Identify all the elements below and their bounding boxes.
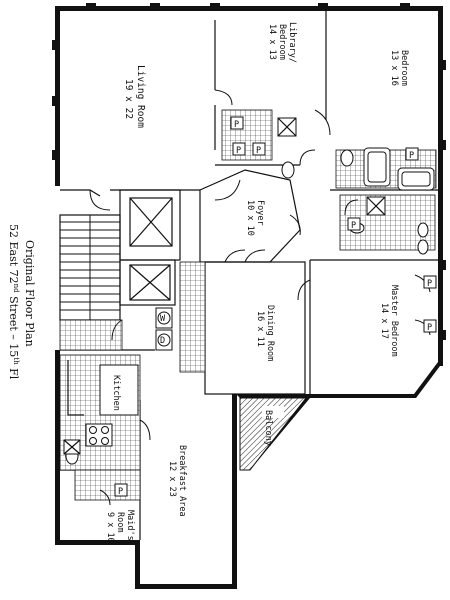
master-bedroom-name: Master Bedroom <box>389 285 399 357</box>
breakfast-area-dims: 12 x 23 <box>167 461 177 497</box>
bedroom-dims: 13 x 16 <box>389 50 399 86</box>
caption-line-2: 52 East 72nd Street – 15th Fl <box>7 224 20 380</box>
closet-label: P <box>427 323 432 333</box>
washer-label: W <box>160 314 166 324</box>
balcony: Balcony <box>239 397 308 471</box>
balcony-label: Balcony <box>263 410 273 446</box>
caption-line-1: Original Floor Plan <box>23 240 36 347</box>
library-name-1: Library/ <box>287 22 297 63</box>
living-room-name: Living Room <box>135 65 146 128</box>
foyer-name: Foyer <box>255 200 265 226</box>
fixtures <box>63 117 435 465</box>
maids-room-name-2: Room <box>115 512 125 532</box>
closet-label: P <box>427 279 432 289</box>
closet-label: P <box>409 151 414 161</box>
living-room-dims: 19 x 22 <box>123 79 134 119</box>
room-labels: Living Room 19 x 22 Library/ Bedroom 14 … <box>105 22 409 543</box>
foyer-dims: 10 x 10 <box>245 200 255 236</box>
library-name-2: Bedroom <box>277 24 287 60</box>
breakfast-area-name: Breakfast Area <box>177 445 187 517</box>
stairs <box>59 214 121 321</box>
dining-room-dims: 16 x 11 <box>255 311 265 347</box>
closet-label: P <box>256 146 261 156</box>
door-swings <box>89 89 431 506</box>
dining-room-name: Dining Room <box>265 305 275 361</box>
closet-label: P <box>351 221 356 231</box>
outer-walls <box>52 3 446 589</box>
dryer-label: D <box>160 336 165 346</box>
closet-label: P <box>118 487 123 497</box>
kitchen-name: Kitchen <box>111 375 121 411</box>
closet-label: P <box>234 120 239 130</box>
master-bedroom-dims: 14 x 17 <box>379 303 389 339</box>
elevator-shafts <box>129 197 173 301</box>
bedroom-name: Bedroom <box>399 50 409 86</box>
closet-label: P <box>236 146 241 156</box>
maids-room-name-1: Maid's <box>125 510 135 541</box>
library-dims: 14 x 13 <box>267 24 277 60</box>
maids-room-dims: 9 x 10 <box>105 512 115 543</box>
closet-markers: P P P P P P P P W D <box>114 116 437 497</box>
plan-caption: Original Floor Plan 52 East 72nd Street … <box>7 224 36 380</box>
